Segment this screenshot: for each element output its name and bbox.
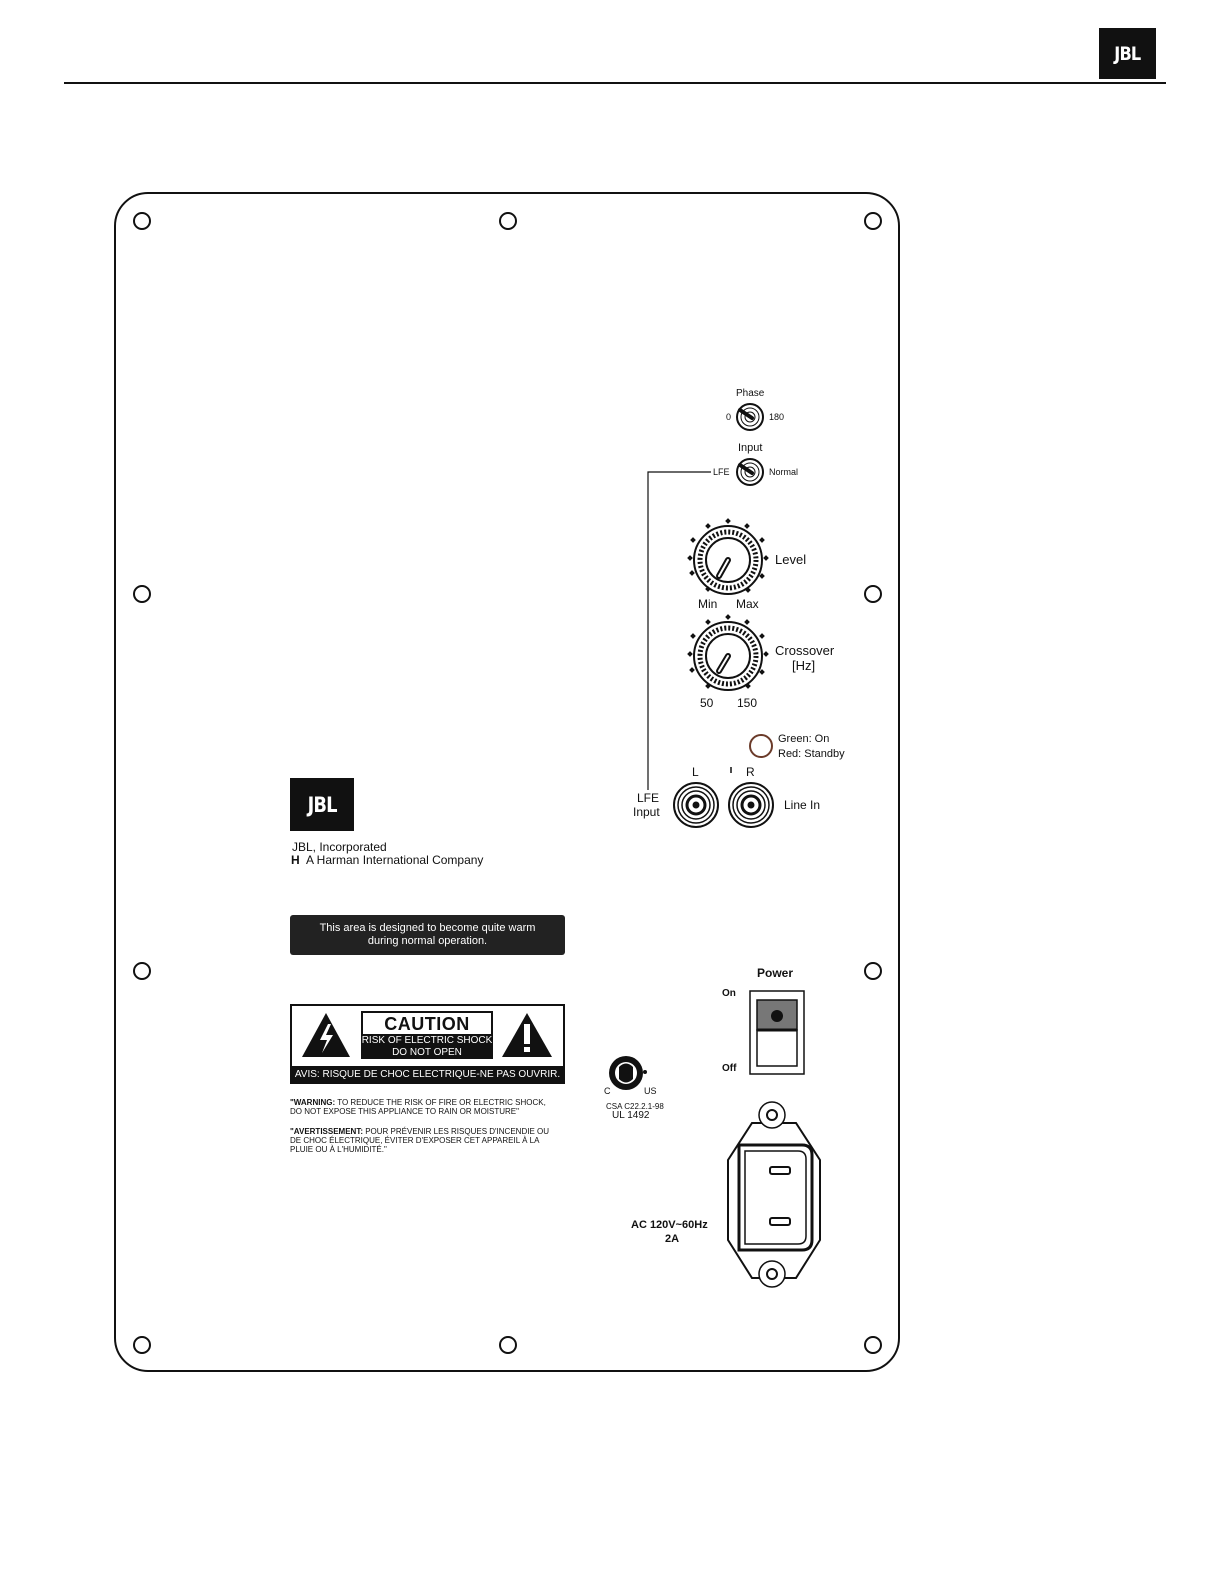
- warning-line2: DO NOT EXPOSE THIS APPLIANCE TO RAIN OR …: [290, 1107, 519, 1116]
- jbl-logo: JBL: [1099, 28, 1156, 79]
- ac-current-label: 2A: [665, 1233, 680, 1245]
- screw-icon: [864, 1336, 882, 1354]
- input-switch-icon: [736, 458, 764, 486]
- level-label: Level: [775, 552, 807, 567]
- phase-180-label: 180: [769, 412, 785, 422]
- level-knob-icon: [687, 518, 769, 595]
- caution-subtitle: RISK OF ELECTRIC SHOCK DO NOT OPEN: [361, 1034, 493, 1059]
- lfe-input-label-2: Input: [633, 805, 660, 819]
- rca-jack-right-icon: [728, 782, 774, 828]
- jack-l-label: L: [692, 765, 699, 779]
- lfe-leader-line: [647, 471, 711, 790]
- heat-notice: This area is designed to become quite wa…: [290, 915, 565, 955]
- parent-company: A Harman International Company: [306, 853, 484, 867]
- level-max-label: Max: [736, 597, 759, 611]
- header-rule: [64, 82, 1166, 84]
- rca-jack-left-icon: [673, 782, 719, 828]
- level-min-label: Min: [698, 597, 718, 611]
- screw-icon: [133, 585, 151, 603]
- ac-rating-label: AC 120V~60Hz: [631, 1219, 708, 1231]
- lfe-input-label: LFE: [637, 791, 660, 805]
- avert-line2: DE CHOC ÉLECTRIQUE, ÉVITER D'EXPOSER CET…: [290, 1136, 540, 1145]
- power-off-label: Off: [722, 1063, 737, 1074]
- csa-certification-icon: [609, 1056, 647, 1090]
- ul-standard: UL 1492: [612, 1110, 650, 1121]
- csa-standard: CSA C22.2.1-98: [606, 1102, 664, 1111]
- csa-c-label: C: [604, 1086, 611, 1096]
- jbl-panel-logo: JBL: [290, 778, 354, 831]
- screw-icon: [864, 962, 882, 980]
- screw-icon: [864, 212, 882, 230]
- crossover-knob-icon: [687, 614, 769, 691]
- crossover-label: Crossover: [775, 643, 835, 658]
- warning-line1: "WARNING: TO REDUCE THE RISK OF FIRE OR …: [290, 1098, 546, 1107]
- exclamation-warning-icon: [502, 1013, 552, 1057]
- avis-bar: AVIS: RISQUE DE CHOC ELECTRIQUE-NE PAS O…: [292, 1066, 563, 1082]
- power-on-label: On: [722, 988, 736, 999]
- caution-sub-line1: RISK OF ELECTRIC SHOCK: [361, 1034, 493, 1046]
- screw-icon: [499, 212, 517, 230]
- input-label: Input: [738, 442, 763, 454]
- led-green-label: Green: On: [778, 733, 830, 745]
- csa-us-label: US: [644, 1086, 657, 1096]
- input-lfe-label: LFE: [713, 467, 730, 477]
- line-in-label: Line In: [784, 798, 821, 812]
- screw-icon: [133, 1336, 151, 1354]
- crossover-max-label: 150: [737, 696, 758, 710]
- phase-switch-icon: [736, 403, 764, 431]
- led-red-label: Red: Standby: [778, 748, 845, 760]
- led-icon: [749, 734, 773, 758]
- lightning-warning-icon: [302, 1013, 350, 1057]
- screw-icon: [133, 962, 151, 980]
- heat-notice-line1: This area is designed to become quite wa…: [319, 922, 536, 934]
- rear-panel: [114, 192, 900, 1372]
- screw-icon: [133, 212, 151, 230]
- avert-line1: "AVERTISSEMENT: POUR PRÉVENIR LES RISQUE…: [290, 1127, 550, 1136]
- avert-line3: PLUIE OU À L'HUMIDITÉ.": [290, 1145, 387, 1154]
- heat-notice-line2: during normal operation.: [367, 935, 488, 947]
- screw-icon: [864, 585, 882, 603]
- crossover-unit-label: [Hz]: [792, 658, 816, 673]
- phase-0-label: 0: [726, 412, 732, 422]
- jack-r-label: R: [746, 765, 755, 779]
- caution-sub-line2: DO NOT OPEN: [392, 1046, 462, 1058]
- crossover-min-label: 50: [700, 696, 714, 710]
- power-label: Power: [757, 966, 794, 980]
- company-name: JBL, Incorporated: [292, 840, 387, 854]
- power-switch-icon: [749, 990, 805, 1075]
- input-normal-label: Normal: [769, 467, 799, 477]
- screw-icon: [499, 1336, 517, 1354]
- harman-icon: H: [291, 853, 300, 867]
- phase-label: Phase: [736, 388, 765, 399]
- power-inlet-icon: [727, 1101, 821, 1288]
